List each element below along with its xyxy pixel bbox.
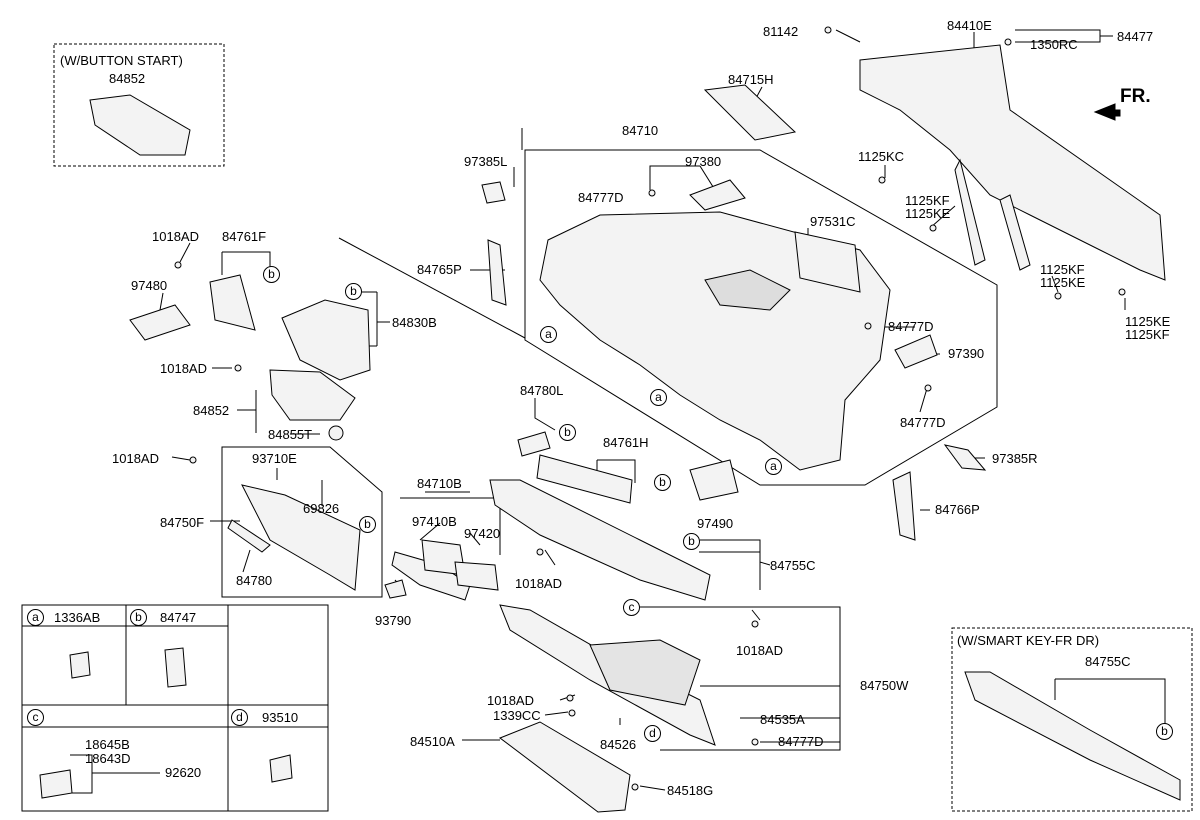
part-label: 84755C: [770, 558, 816, 573]
part-label: 84710: [622, 123, 659, 138]
part-84715H: [703, 84, 797, 141]
part-label: 1339CC: [493, 708, 541, 723]
legend-a-part: 1336AB: [54, 610, 101, 625]
legend-c-part-3: 92620: [165, 765, 202, 780]
callout-a: a: [540, 326, 557, 343]
part-label: 84755C: [1085, 654, 1131, 669]
part-84510A: [498, 721, 631, 813]
legend-c-part-2: 18643D: [85, 751, 131, 766]
part-label: 97420: [464, 526, 501, 541]
callout-b: b: [263, 266, 280, 283]
part-label: 69826: [303, 501, 340, 516]
cowl-crossmember: [859, 44, 1166, 281]
part-label: 84780L: [520, 383, 564, 398]
part-label: 84761F: [222, 229, 267, 244]
smart-key-caption: (W/SMART KEY-FR DR): [957, 633, 1100, 648]
part-label: 84765P: [417, 262, 462, 277]
part-label: 84852: [193, 403, 230, 418]
part-label: 84526: [600, 737, 637, 752]
callout-b: b: [359, 516, 376, 533]
part-label: 1018AD: [112, 451, 159, 466]
callout-b: b: [559, 424, 576, 441]
front-direction-marker: FR.: [1120, 86, 1151, 107]
glove-trim-box: [221, 446, 383, 598]
legend-a-marker: a: [27, 609, 44, 626]
part-label: 97380: [685, 154, 722, 169]
part-label: 84777D: [778, 734, 824, 749]
legend-c-part-1: 18645B: [85, 737, 130, 752]
part-label: 84710B: [417, 476, 462, 491]
part-label: 1125KF: [905, 193, 950, 208]
part-97531C: [794, 231, 861, 293]
part-label: 84777D: [888, 319, 934, 334]
part-label: 1350RC: [1030, 37, 1078, 52]
part-label: 1125KE: [1125, 314, 1171, 329]
part-label: 1018AD: [515, 576, 562, 591]
part-label: 1125KF: [1125, 327, 1170, 342]
part-label: 97410B: [412, 514, 457, 529]
part-label: 1125KF: [1040, 262, 1085, 277]
part-label: 1125KE: [905, 206, 951, 221]
callout-a: a: [765, 458, 782, 475]
smart-key-box: [951, 627, 1193, 812]
callout-a: a: [650, 389, 667, 406]
callout-c: c: [623, 599, 640, 616]
legend-d-marker: d: [231, 709, 248, 726]
part-label: 97480: [131, 278, 168, 293]
part-label: 84750W: [860, 678, 909, 693]
part-label: 97490: [697, 516, 734, 531]
part-label: 84852: [109, 71, 146, 86]
legend-c-marker: c: [27, 709, 44, 726]
part-label: 84855T: [268, 427, 313, 442]
callout-b: b: [654, 474, 671, 491]
legend-b-marker: b: [130, 609, 147, 626]
part-label: 1018AD: [152, 229, 199, 244]
part-label: 84750F: [160, 515, 205, 530]
callout-b: b: [345, 283, 362, 300]
part-label: 84761H: [603, 435, 649, 450]
part-label: 97531C: [810, 214, 856, 229]
part-label: 1125KC: [858, 149, 905, 164]
part-label: 97385R: [992, 451, 1038, 466]
crash-pad-frame: [524, 149, 998, 486]
part-label: 1018AD: [736, 643, 783, 658]
part-label: 84518G: [667, 783, 714, 798]
part-label: 84830B: [392, 315, 437, 330]
button-start-box: [53, 43, 225, 167]
part-label: 81142: [763, 24, 799, 39]
part-label: 84510A: [410, 734, 455, 749]
part-label: 93710E: [252, 451, 297, 466]
legend-grid: [21, 604, 329, 812]
part-label: 84780: [236, 573, 273, 588]
part-label: 84535A: [760, 712, 805, 727]
part-label: 97390: [948, 346, 985, 361]
callout-b: b: [1156, 723, 1173, 740]
legend-d-part: 93510: [262, 710, 299, 725]
part-label: 84410E: [947, 18, 992, 33]
part-label: 97385L: [464, 154, 508, 169]
part-label: 1125KE: [1040, 275, 1086, 290]
part-label: 1018AD: [487, 693, 534, 708]
callout-b: b: [683, 533, 700, 550]
part-label: 84777D: [900, 415, 946, 430]
callout-d: d: [644, 725, 661, 742]
part-label: 93790: [375, 613, 412, 628]
part-84755C: [489, 479, 711, 601]
part-label: 1018AD: [160, 361, 207, 376]
part-label: 84766P: [935, 502, 980, 517]
part-label: 84477: [1117, 29, 1154, 44]
legend-b-part: 84747: [160, 610, 197, 625]
part-label: 84777D: [578, 190, 624, 205]
button-start-caption: (W/BUTTON START): [60, 53, 183, 68]
part-label: 84715H: [728, 72, 774, 87]
